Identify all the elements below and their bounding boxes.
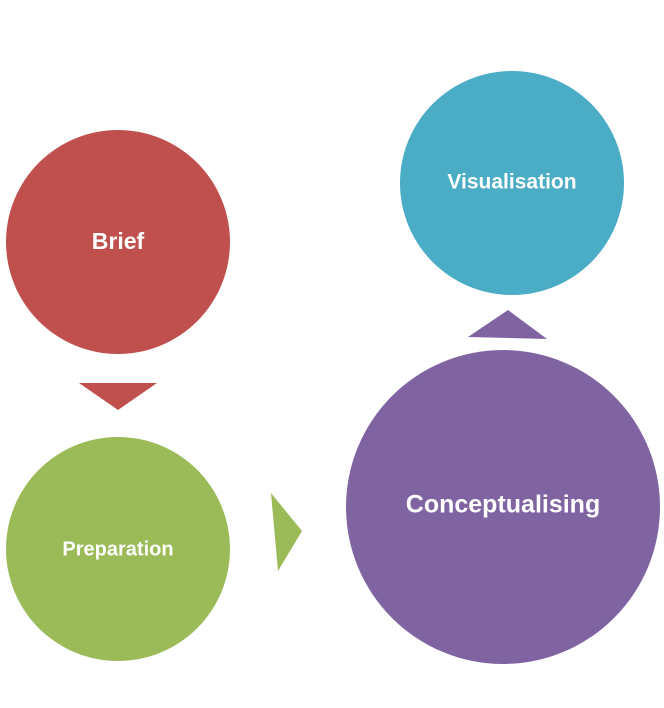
node-preparation: Preparation — [6, 437, 230, 661]
arrow-conceptualising-to-visualisation — [468, 310, 547, 339]
node-conceptualising-circle — [346, 350, 660, 664]
node-conceptualising-label: Conceptualising — [406, 491, 600, 519]
node-brief: Brief — [6, 130, 230, 354]
arrow-preparation-to-conceptualising — [271, 493, 302, 571]
node-brief-label: Brief — [92, 228, 145, 254]
node-preparation-label: Preparation — [62, 538, 173, 560]
node-brief-circle — [6, 130, 230, 354]
node-visualisation-circle — [400, 71, 624, 295]
node-preparation-circle — [6, 437, 230, 661]
arrow-brief-to-preparation — [79, 383, 157, 410]
node-visualisation-label: Visualisation — [447, 171, 576, 194]
node-visualisation: Visualisation — [400, 71, 624, 295]
node-conceptualising: Conceptualising — [346, 350, 660, 664]
